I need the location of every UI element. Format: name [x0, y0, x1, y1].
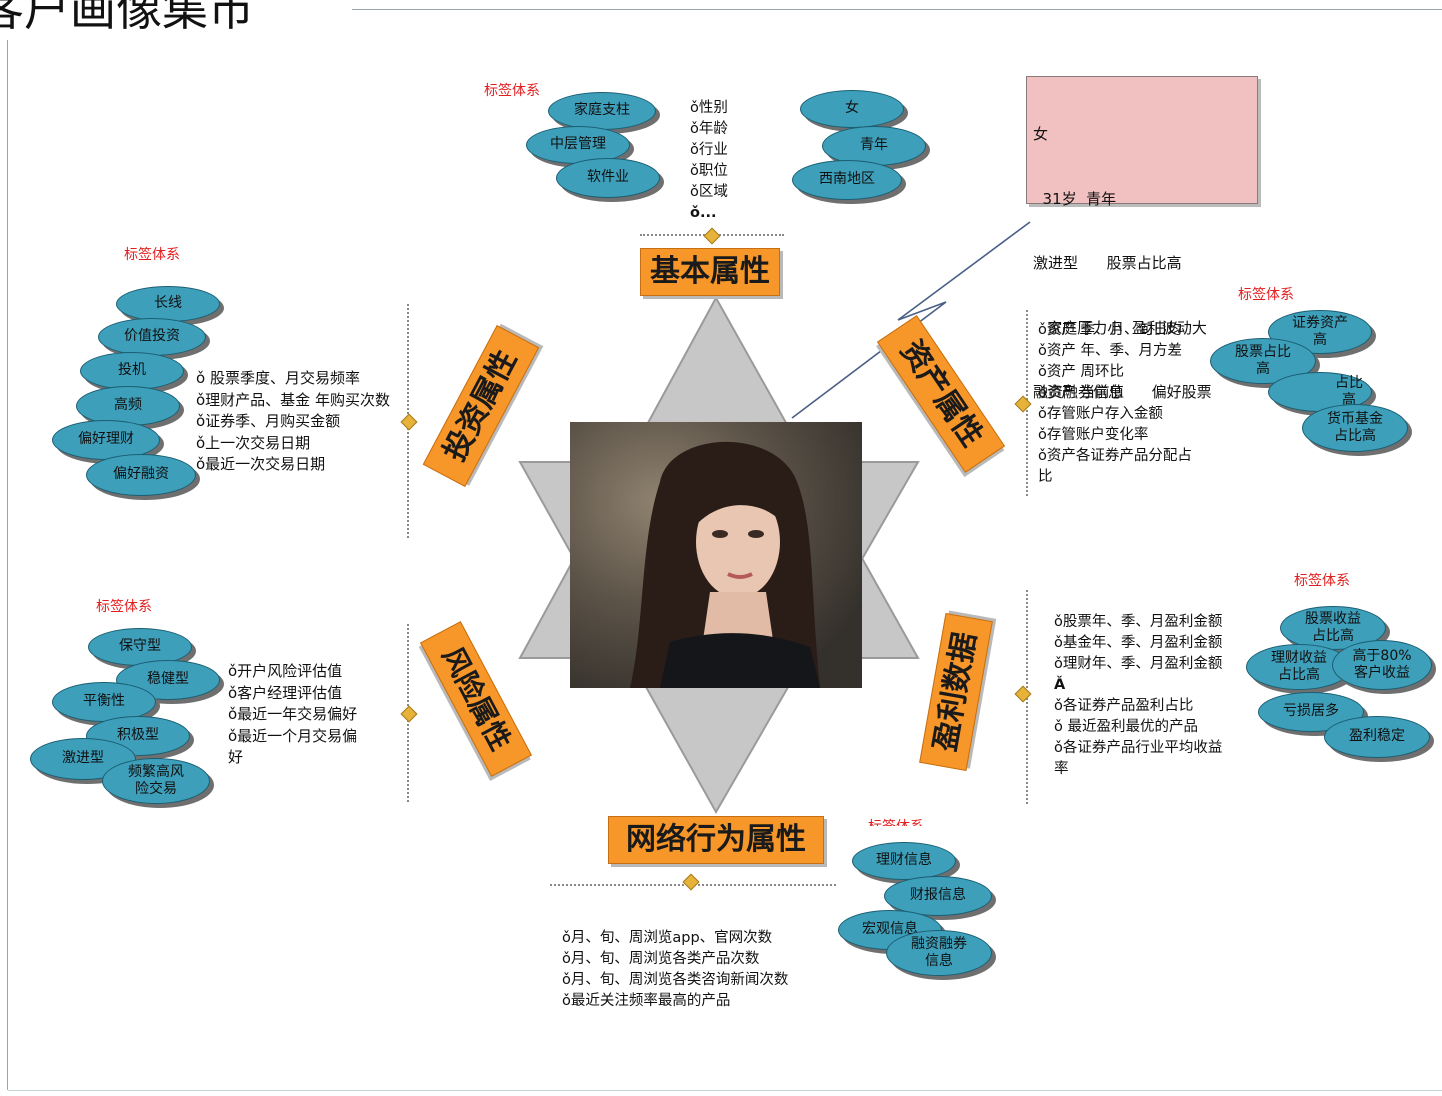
profit-attribute-list: ǒ股票年、季、月盈利金额 ǒ基金年、季、月盈利金额 ǒ理财年、季、月盈利金额 Ǎ… — [1054, 612, 1222, 780]
list-item: 率 — [1054, 761, 1069, 777]
tag-stable-profit: 盈利稳定 — [1324, 716, 1430, 758]
tag-wealth-info: 理财信息 — [852, 842, 956, 880]
list-item: ǒ资产各证券产品分配占 — [1038, 448, 1192, 464]
customer-summary-note: 女 31岁 青年 激进型 股票占比高 家庭压力小 盈利波动大 融资融券信息 偏好… — [1026, 76, 1258, 401]
tag-family-pillar: 家庭支柱 — [548, 92, 656, 130]
summary-line: 激进型 股票占比高 — [1033, 254, 1182, 272]
tag-above-80-percent-income: 高于80% 客户收益 — [1332, 640, 1432, 690]
list-item: ǒ最近一次交易日期 — [196, 455, 326, 473]
summary-line: 家庭压力小 盈利波动大 — [1033, 318, 1207, 337]
list-item: ǒ年龄 — [690, 121, 728, 137]
list-item: ǒ上一次交易日期 — [196, 433, 311, 452]
tag-margin-trading-info: 融资融券 信息 — [886, 930, 992, 976]
list-item: ǒ客户经理评估值 — [228, 683, 343, 702]
basic-attribute-list: ǒ性别 ǒ年龄 ǒ行业 ǒ职位 ǒ区域 ǒ... — [690, 98, 728, 224]
tag-southwest-region: 西南地区 — [792, 160, 902, 200]
tag-prefers-financing: 偏好融资 — [86, 454, 196, 496]
tag-system-label-profit: 标签体系 — [1294, 573, 1350, 589]
list-item: ǒ最近关注频率最高的产品 — [562, 993, 731, 1009]
summary-line: 融资融券信息 偏好股票 — [1033, 383, 1212, 401]
list-item: ǒ 最近盈利最优的产品 — [1054, 719, 1198, 735]
list-item: ǒ性别 — [690, 100, 728, 116]
list-item: ǒ最近一个月交易偏 — [228, 726, 358, 745]
list-item: ǒ资产 季、月、旬日均 — [1038, 322, 1182, 338]
list-item: ǒ行业 — [690, 142, 728, 158]
tag-software-industry: 软件业 — [556, 158, 660, 198]
list-item: ǒ月、旬、周浏览app、官网次数 — [562, 930, 773, 946]
left-border — [7, 40, 8, 1090]
list-item: ǒ股票年、季、月盈利金额 — [1054, 614, 1223, 630]
category-basic-attributes: 基本属性 — [640, 248, 780, 296]
network-attribute-list: ǒ月、旬、周浏览app、官网次数 ǒ月、旬、周浏览各类产品次数 ǒ月、旬、周浏览… — [562, 928, 788, 1012]
tag-system-label-risk: 标签体系 — [96, 599, 152, 615]
list-item: ǒ开户风险评估值 — [228, 662, 343, 680]
list-item: Ǎ — [1054, 677, 1066, 693]
list-item: 好 — [228, 748, 244, 766]
list-item: ǒ月、旬、周浏览各类咨询新闻次数 — [562, 972, 789, 988]
tag-stock-ratio-high: 股票占比 高 — [1210, 338, 1316, 384]
tag-financial-report-info: 财报信息 — [884, 876, 992, 916]
title-rule — [352, 9, 1442, 10]
list-item: ǒ资产 年、季、月方差 — [1038, 343, 1182, 359]
tag-wealth-income-ratio-high: 理财收益 占比高 — [1246, 644, 1352, 690]
list-item: ǒ存管账户变化率 — [1038, 427, 1149, 443]
list-item: ǒ职位 — [690, 163, 728, 179]
list-item: ǒ存管账户存入金额 — [1038, 406, 1163, 422]
list-item: ǒ各证券产品行业平均收益 — [1054, 740, 1223, 756]
summary-line: 女 — [1033, 125, 1049, 143]
list-item: ǒ基金年、季、月盈利金额 — [1054, 635, 1223, 651]
list-item: ǒ理财产品、基金 年购买次数 — [196, 390, 390, 409]
category-network-behavior: 网络行为属性 — [608, 816, 824, 864]
tag-money-fund-ratio-high: 货币基金 占比高 — [1302, 404, 1408, 452]
risk-attribute-list: ǒ开户风险评估值 ǒ客户经理评估值 ǒ最近一年交易偏好 ǒ最近一个月交易偏 好 — [228, 661, 357, 769]
tag-speculation: 投机 — [80, 352, 184, 390]
list-item: ǒ最近一年交易偏好 — [228, 705, 358, 723]
tag-prefers-wealth-management: 偏好理财 — [52, 420, 160, 460]
tag-system-label-basic: 标签体系 — [484, 83, 540, 99]
tag-system-label-invest: 标签体系 — [124, 247, 180, 263]
tag-frequent-high-risk-trading: 频繁高风 险交易 — [102, 758, 210, 804]
invest-attribute-list: ǒ 股票季度、月交易频率 ǒ理财产品、基金 年购买次数 ǒ证券季、月购买金额 ǒ… — [196, 368, 390, 476]
list-item: ǒ区域 — [690, 184, 728, 200]
list-item: ǒ月、旬、周浏览各类产品次数 — [562, 951, 760, 967]
tag-aggressive: 积极型 — [86, 716, 190, 756]
callout-connector — [791, 221, 1031, 419]
list-item: ǒ证券季、月购买金额 — [196, 412, 341, 430]
bottom-border — [8, 1090, 1442, 1091]
tag-system-label-asset: 标签体系 — [1238, 287, 1294, 303]
customer-portrait-image — [570, 422, 862, 688]
list-item: ǒ资产 当前值 — [1038, 385, 1124, 401]
list-item: ǒ... — [690, 205, 717, 221]
list-item: 比 — [1038, 469, 1053, 485]
list-item: ǒ各证券产品盈利占比 — [1054, 698, 1194, 714]
tag-female: 女 — [800, 90, 904, 128]
page-title: 客户画像集市 — [0, 0, 254, 36]
list-item: ǒ理财年、季、月盈利金额 — [1054, 656, 1223, 672]
summary-line: 31岁 青年 — [1033, 189, 1117, 208]
tag-system-label-network: 标签体系 — [868, 816, 924, 826]
tag-value-investing: 价值投资 — [98, 318, 206, 356]
list-item: ǒ资产 周环比 — [1038, 364, 1124, 380]
tag-long-term: 长线 — [116, 286, 220, 322]
asset-attribute-list: ǒ资产 季、月、旬日均 ǒ资产 年、季、月方差 ǒ资产 周环比 ǒ资产 当前值 … — [1038, 320, 1192, 488]
list-item: ǒ 股票季度、月交易频率 — [196, 369, 360, 387]
portrait-photo-icon — [570, 422, 862, 688]
